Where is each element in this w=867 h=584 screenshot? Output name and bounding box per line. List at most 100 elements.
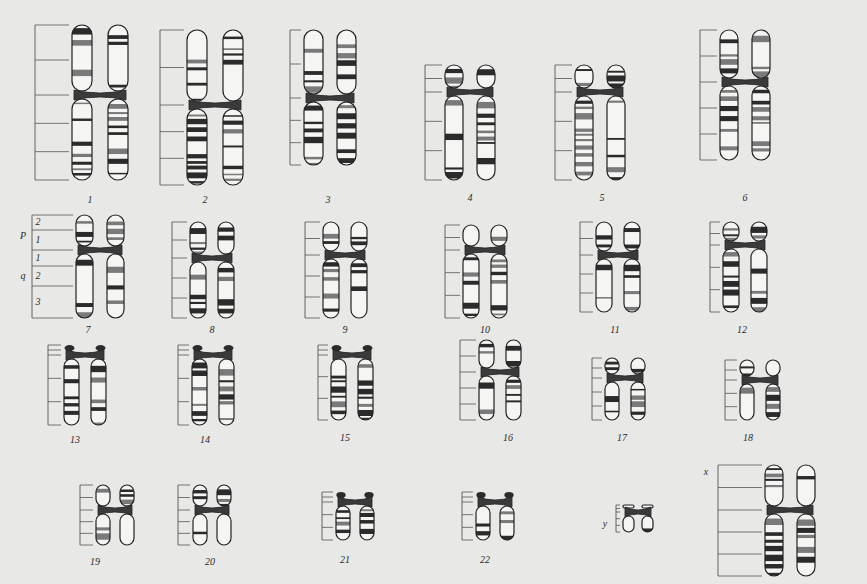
chromosome-band <box>358 410 373 416</box>
chromosome-band <box>477 137 495 141</box>
chromosome-band <box>358 380 373 385</box>
centromere <box>325 250 365 260</box>
chromosome-band <box>64 403 79 406</box>
chromosome-band <box>76 241 93 243</box>
chromosome-band <box>491 237 507 241</box>
chromosome <box>160 30 243 185</box>
chromosome-band <box>477 158 495 164</box>
band-group <box>751 269 767 312</box>
chromatid-outline <box>358 359 373 420</box>
chromosome <box>710 222 767 313</box>
chromatid-arm <box>76 254 93 318</box>
chromosome-number: 22 <box>480 555 490 565</box>
chromosome <box>35 25 128 180</box>
chromosome-band <box>331 380 346 382</box>
centromere <box>481 367 519 377</box>
chromosome-number: 3 <box>326 195 331 205</box>
chromosome-band <box>218 268 234 272</box>
chromatid-outline <box>723 249 739 312</box>
centromere <box>625 507 651 517</box>
chromosome-band <box>72 168 92 170</box>
chromosome-band <box>107 222 124 226</box>
chromosome-band <box>337 133 356 139</box>
chromatid-arm <box>76 215 93 246</box>
scale-label: 1 <box>36 235 41 245</box>
chromosome-band <box>723 290 739 296</box>
chromatid-arm <box>445 65 463 88</box>
chromatid-outline <box>720 30 738 78</box>
chromosome-band <box>607 75 625 81</box>
chromosome-band <box>336 522 350 526</box>
chromosome-band <box>304 80 323 82</box>
chromatid-outline <box>76 254 93 318</box>
chromatid-outline <box>193 514 207 545</box>
band-group <box>76 260 93 318</box>
chromosome-band <box>337 149 356 153</box>
chromatid-outline <box>219 359 234 425</box>
chromosome-number: 20 <box>205 557 215 567</box>
band-group <box>765 519 783 576</box>
chromosome-band <box>575 139 593 141</box>
band-group <box>336 510 350 533</box>
chromosome-band <box>360 513 374 517</box>
chromatid-outline <box>337 30 356 94</box>
chromosome-band <box>190 295 206 299</box>
centromere <box>333 350 371 360</box>
band-group <box>304 49 323 93</box>
band-group <box>624 228 640 248</box>
scale-label: 1 <box>36 253 41 263</box>
chromosome-band <box>107 267 124 273</box>
centromere <box>66 350 104 360</box>
chromatid-outline <box>624 222 640 251</box>
chromosome-band <box>479 351 494 353</box>
chromosome-band <box>740 366 754 368</box>
band-group <box>596 235 612 247</box>
band-group <box>752 36 770 77</box>
chromatid-outline <box>605 382 619 420</box>
chromosome-band <box>304 129 323 133</box>
chromosome-band <box>506 385 521 389</box>
chromosome-band <box>187 161 207 164</box>
chromatid-outline <box>766 360 780 376</box>
chromosome-band <box>720 39 738 43</box>
chromatid-arm <box>219 359 234 425</box>
chromosome-band <box>631 395 645 399</box>
chromosome-number: y <box>603 519 607 529</box>
band-group <box>187 115 207 184</box>
chromosome-band <box>477 114 495 118</box>
chromatid-outline <box>575 65 593 88</box>
chromatid-outline <box>96 485 110 506</box>
chromatid-arm <box>193 514 207 545</box>
chromosome-band <box>108 126 128 129</box>
chromatid-arm <box>631 358 645 374</box>
chromosome-band <box>720 146 738 150</box>
chromosome-band <box>223 145 243 147</box>
chromosome-band <box>575 145 593 149</box>
chromatid-outline <box>752 30 770 78</box>
chromatid-arm <box>766 384 780 420</box>
centromere <box>447 87 493 97</box>
scale-frame <box>160 30 184 185</box>
chromosome-band <box>351 286 367 291</box>
chromosome-band <box>797 476 815 479</box>
chromosome-band <box>358 364 373 368</box>
chromosome <box>80 485 134 545</box>
chromatid-arm <box>187 30 207 101</box>
chromosome-band <box>76 232 93 237</box>
chromosome-band <box>723 305 739 308</box>
scale-frame <box>445 225 460 318</box>
chromosome <box>460 340 521 420</box>
chromosome <box>178 485 231 545</box>
chromosome-band <box>223 115 243 117</box>
chromosome-band <box>190 275 206 280</box>
chromatid-arm <box>766 360 780 376</box>
band-group <box>108 35 128 87</box>
band-group <box>477 102 495 164</box>
chromosome-band <box>336 517 350 519</box>
chromosome-band <box>797 535 815 538</box>
chromosome-band <box>797 520 815 526</box>
chromosome-band <box>500 511 514 514</box>
scale-frame <box>172 222 187 318</box>
chromosome-band <box>752 36 770 42</box>
chromosome-band <box>797 547 815 553</box>
